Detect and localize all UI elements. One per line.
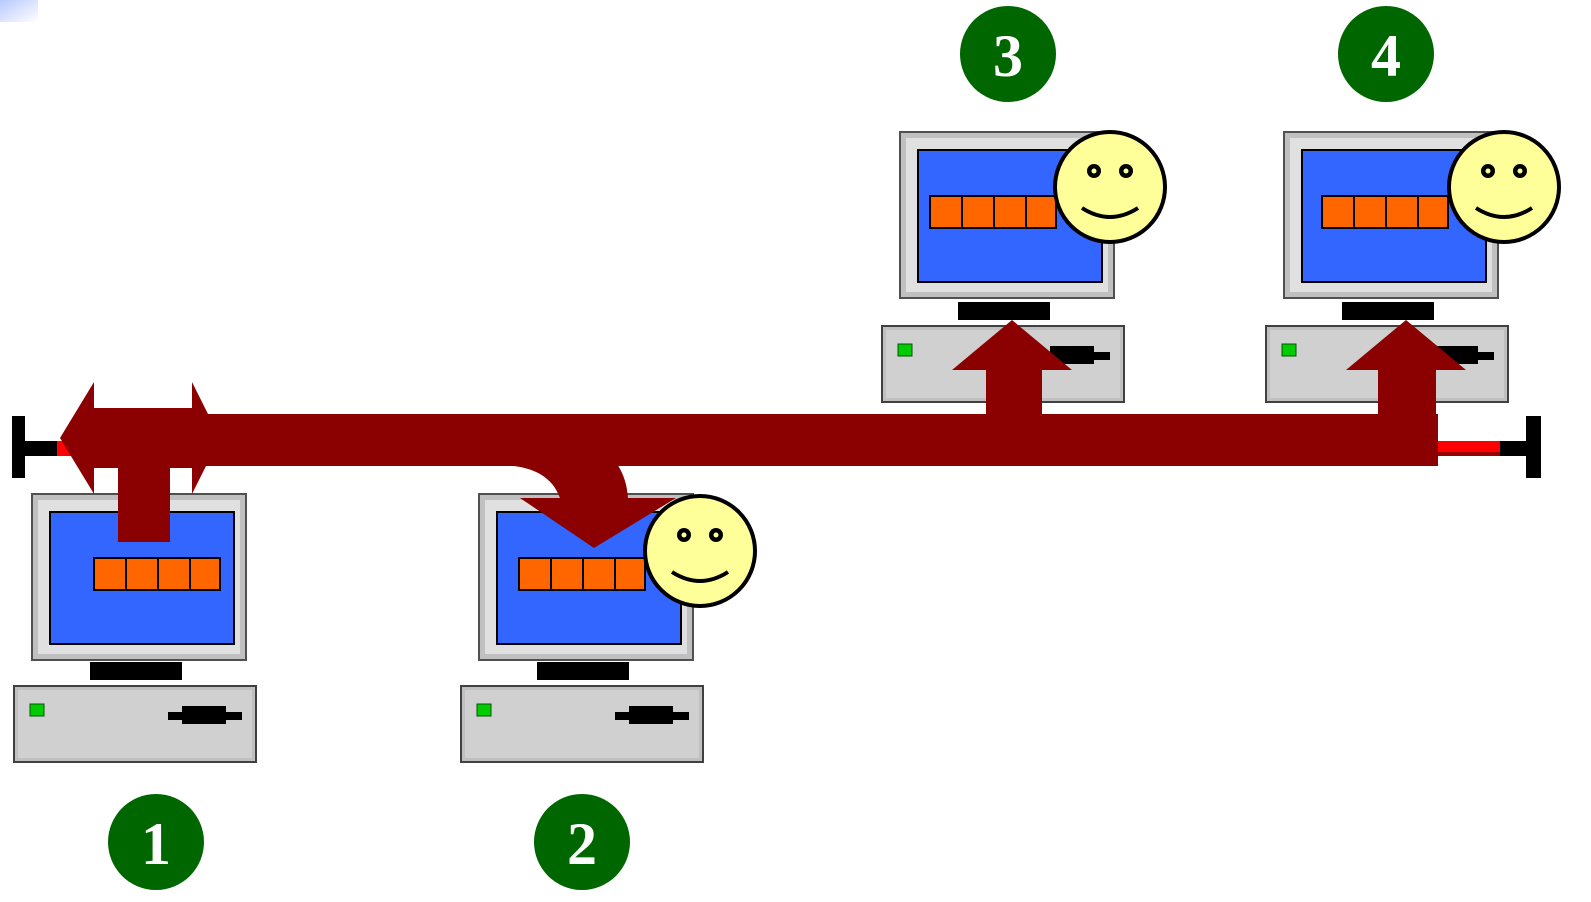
data-packet (1321, 195, 1449, 229)
smiley-2-icon (643, 494, 757, 608)
smiley-face-icon (643, 494, 757, 608)
bus-cable (12, 416, 1541, 478)
badge-circle (534, 794, 630, 890)
computer-1 (13, 493, 257, 763)
smiley-mouth-icon (1080, 206, 1140, 219)
monitor-stand (1342, 302, 1434, 320)
down-arrow-icon (480, 416, 676, 548)
badge-label: 1 (141, 811, 171, 877)
data-packet (518, 557, 646, 591)
drive-slot-knob (629, 706, 673, 724)
corner-mark-icon (0, 0, 38, 22)
badge-label: 3 (993, 23, 1023, 89)
up-arrow-icon (1346, 320, 1466, 466)
badge-2: 2 (534, 794, 630, 890)
terminator-right-icon (1526, 416, 1541, 478)
badge-label: 2 (567, 811, 597, 877)
drive-slot-knob (182, 706, 226, 724)
monitor-stand (537, 662, 629, 680)
smiley-mouth-icon (670, 570, 730, 583)
monitor-stand (90, 662, 182, 680)
monitor-stand (958, 302, 1050, 320)
badge-4: 4 (1338, 6, 1434, 102)
data-packet (929, 195, 1057, 229)
badge-label: 4 (1371, 23, 1401, 89)
smiley-pupil-icon (713, 532, 719, 538)
smiley-pupil-icon (1517, 168, 1523, 174)
up-arrow-icon (952, 320, 1072, 466)
bus-arrow-shaft (190, 414, 1438, 466)
power-led-icon (476, 703, 492, 717)
power-led-icon (29, 703, 45, 717)
smiley-pupil-icon (1091, 168, 1097, 174)
smiley-4-icon (1447, 130, 1561, 244)
smiley-pupil-icon (1485, 168, 1491, 174)
signal-arrows (60, 320, 1466, 548)
uplink-arrow-shaft (118, 440, 170, 542)
power-led-icon (897, 343, 913, 357)
power-led-icon (1281, 343, 1297, 357)
double-arrow-icon (60, 382, 220, 494)
smiley-pupil-icon (1123, 168, 1129, 174)
drive-slot-knob (1050, 346, 1094, 364)
badge-3: 3 (960, 6, 1056, 102)
cable-right-shadow (1420, 452, 1520, 456)
badge-circle (960, 6, 1056, 102)
smiley-face-icon (1053, 130, 1167, 244)
terminator-right-stub (1500, 441, 1530, 456)
smiley-3-icon (1053, 130, 1167, 244)
smiley-pupil-icon (681, 532, 687, 538)
data-packet (93, 557, 221, 591)
badge-circle (1338, 6, 1434, 102)
smiley-mouth-icon (1474, 206, 1534, 219)
smiley-face-icon (1447, 130, 1561, 244)
badge-1: 1 (108, 794, 204, 890)
terminator-left-stub (12, 441, 57, 456)
badge-circle (108, 794, 204, 890)
